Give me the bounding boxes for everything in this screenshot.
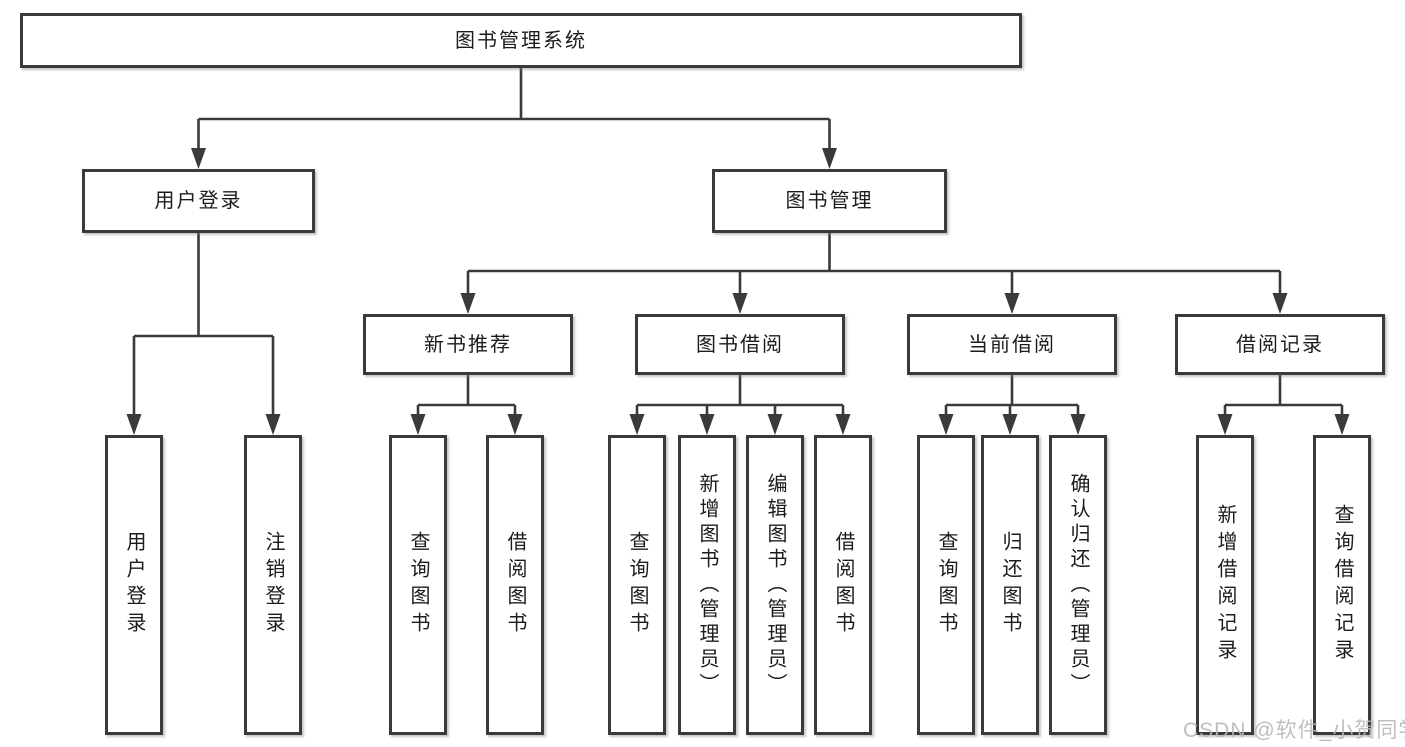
connector-borrow-records-branch <box>1223 375 1344 428</box>
node-root-label: 图书管理系统 <box>455 29 587 52</box>
leaf-records-query: 查询借阅记录 <box>1313 435 1371 735</box>
leaf-current-query-label: 查询图书 <box>935 531 957 639</box>
arrowhead <box>1004 293 1020 314</box>
leaf-newbooks-borrow: 借阅图书 <box>486 435 544 735</box>
leaf-borrow-edit-admin-label: 编辑图书（管理员） <box>764 472 786 698</box>
arrowhead <box>1217 414 1233 435</box>
arrowhead <box>191 148 206 169</box>
arrowhead <box>1070 414 1086 435</box>
node-user-login: 用户登录 <box>82 169 315 233</box>
arrowhead <box>410 414 426 435</box>
arrowhead <box>822 148 837 169</box>
leaf-newbooks-borrow-label: 借阅图书 <box>504 531 526 639</box>
node-book-borrow-label: 图书借阅 <box>696 333 784 356</box>
leaf-current-query: 查询图书 <box>917 435 975 735</box>
leaf-current-confirm-admin-label: 确认归还（管理员） <box>1067 472 1089 698</box>
arrowhead <box>265 414 281 435</box>
csdn-watermark: CSDN @软件_小贺同学 <box>1183 719 1405 742</box>
arrowhead <box>1272 293 1288 314</box>
node-current-borrow: 当前借阅 <box>907 314 1117 375</box>
arrowhead <box>1002 414 1018 435</box>
leaf-records-add-label: 新增借阅记录 <box>1214 504 1236 666</box>
leaf-records-add: 新增借阅记录 <box>1196 435 1254 735</box>
node-current-borrow-label: 当前借阅 <box>968 333 1056 356</box>
leaf-borrow-query-label: 查询图书 <box>626 531 648 639</box>
leaf-newbooks-query-label: 查询图书 <box>407 531 429 639</box>
leaf-records-query-label: 查询借阅记录 <box>1331 504 1353 666</box>
node-new-books-label: 新书推荐 <box>424 333 512 356</box>
arrowheads <box>126 148 1350 435</box>
leaf-borrow-edit-admin: 编辑图书（管理员） <box>746 435 804 735</box>
leaf-borrow-add-admin: 新增图书（管理员） <box>678 435 736 735</box>
leaf-newbooks-query: 查询图书 <box>389 435 447 735</box>
node-user-login-label: 用户登录 <box>154 190 243 212</box>
node-borrow-records-label: 借阅记录 <box>1236 333 1324 356</box>
arrowhead <box>126 414 142 435</box>
leaf-borrow-borrow-label: 借阅图书 <box>832 531 854 639</box>
arrowhead <box>629 414 645 435</box>
arrowhead <box>460 293 476 314</box>
connector-root-to-level2 <box>197 68 831 162</box>
connector-user-login-branch <box>132 233 275 428</box>
leaf-current-return-label: 归还图书 <box>999 531 1021 639</box>
arrowhead <box>1334 414 1350 435</box>
arrowhead <box>699 414 715 435</box>
arrowhead <box>835 414 851 435</box>
leaf-logout: 注销登录 <box>244 435 302 735</box>
arrowhead <box>732 293 748 314</box>
node-book-mgmt: 图书管理 <box>712 169 947 233</box>
connector-new-books-branch <box>416 375 517 428</box>
node-book-borrow: 图书借阅 <box>635 314 845 375</box>
leaf-borrow-borrow: 借阅图书 <box>814 435 872 735</box>
leaf-borrow-add-admin-label: 新增图书（管理员） <box>696 472 718 698</box>
leaf-current-confirm-admin: 确认归还（管理员） <box>1049 435 1107 735</box>
leaf-current-return: 归还图书 <box>981 435 1039 735</box>
arrowhead <box>767 414 783 435</box>
node-root: 图书管理系统 <box>20 13 1022 68</box>
leaf-user-login-label: 用户登录 <box>123 531 145 639</box>
leaf-borrow-query: 查询图书 <box>608 435 666 735</box>
node-borrow-records: 借阅记录 <box>1175 314 1385 375</box>
arrowhead <box>507 414 523 435</box>
connector-book-borrow-branch <box>635 375 845 428</box>
leaf-user-login: 用户登录 <box>105 435 163 735</box>
leaf-logout-label: 注销登录 <box>262 531 284 639</box>
node-book-mgmt-label: 图书管理 <box>785 190 874 212</box>
node-new-books: 新书推荐 <box>363 314 573 375</box>
arrowhead <box>938 414 954 435</box>
connector-book-mgmt-branch <box>466 233 1282 307</box>
